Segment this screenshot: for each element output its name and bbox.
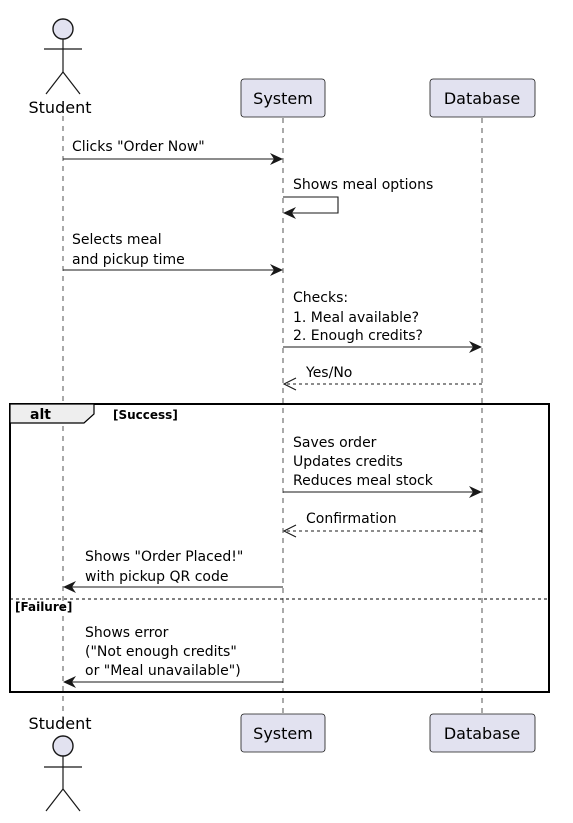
message-yes-no: Yes/No — [282, 365, 482, 391]
actor-label-student-top: Student — [29, 98, 92, 117]
participant-system-bottom: System — [240, 713, 326, 753]
message-label: Yes/No — [305, 365, 352, 381]
participant-database-bottom: Database — [429, 713, 536, 753]
message-checks: Checks: 1. Meal available? 2. Enough cre… — [283, 290, 482, 353]
arrowhead-icon — [63, 581, 76, 593]
arrowhead-icon — [270, 153, 283, 165]
actor-label-student-bottom: Student — [29, 714, 92, 733]
arrowhead-icon — [63, 676, 76, 688]
message-label: Selects meal — [72, 232, 162, 248]
message-label: 2. Enough credits? — [293, 328, 423, 344]
message-label: or "Meal unavailable") — [85, 663, 241, 679]
participant-label-database-bottom: Database — [444, 724, 520, 743]
message-label: Shows error — [85, 625, 169, 641]
actor-head-icon — [52, 18, 74, 40]
actor-student-bottom: Student — [29, 714, 92, 812]
participant-label-system-bottom: System — [253, 724, 313, 743]
message-order-now: Clicks "Order Now" — [63, 139, 283, 165]
message-label: and pickup time — [72, 252, 185, 268]
message-label: Shows meal options — [293, 177, 433, 193]
message-label: Confirmation — [306, 511, 397, 527]
alt-condition-failure: [Failure] — [15, 600, 72, 614]
alt-frame — [9, 403, 550, 693]
message-show-options: Shows meal options — [283, 177, 433, 219]
actor-student-top: Student — [29, 18, 92, 117]
message-show-error: Shows error ("Not enough credits" or "Me… — [63, 625, 283, 688]
message-label: 1. Meal available? — [293, 310, 419, 326]
open-arrowhead-icon — [282, 524, 297, 538]
message-label: with pickup QR code — [85, 569, 228, 585]
arrowhead-icon — [469, 486, 482, 498]
arrowhead-icon — [469, 341, 482, 353]
participant-label-database-top: Database — [444, 89, 520, 108]
message-confirmation: Confirmation — [282, 511, 482, 538]
arrowhead-icon — [270, 264, 283, 276]
message-label: Clicks "Order Now" — [72, 139, 205, 155]
participant-database-top: Database — [429, 78, 536, 118]
message-label: Updates credits — [293, 454, 403, 470]
participant-label-system-top: System — [253, 89, 313, 108]
message-label: Checks: — [293, 290, 348, 306]
open-arrowhead-icon — [282, 377, 297, 391]
message-save-order: Saves order Updates credits Reduces meal… — [283, 435, 482, 498]
message-label: Saves order — [293, 435, 377, 451]
message-select-meal: Selects meal and pickup time — [63, 232, 283, 276]
arrowhead-icon — [283, 207, 296, 219]
message-order-placed: Shows "Order Placed!" with pickup QR cod… — [63, 549, 283, 593]
alt-condition-success: [Success] — [113, 408, 178, 422]
actor-head-icon — [52, 735, 74, 757]
alt-fragment: alt [Success] [Failure] — [9, 403, 550, 693]
message-label: Reduces meal stock — [293, 473, 434, 489]
message-label: ("Not enough credits" — [85, 644, 237, 660]
participant-system-top: System — [240, 78, 326, 118]
message-label: Shows "Order Placed!" — [85, 549, 243, 565]
alt-label: alt — [30, 407, 51, 423]
